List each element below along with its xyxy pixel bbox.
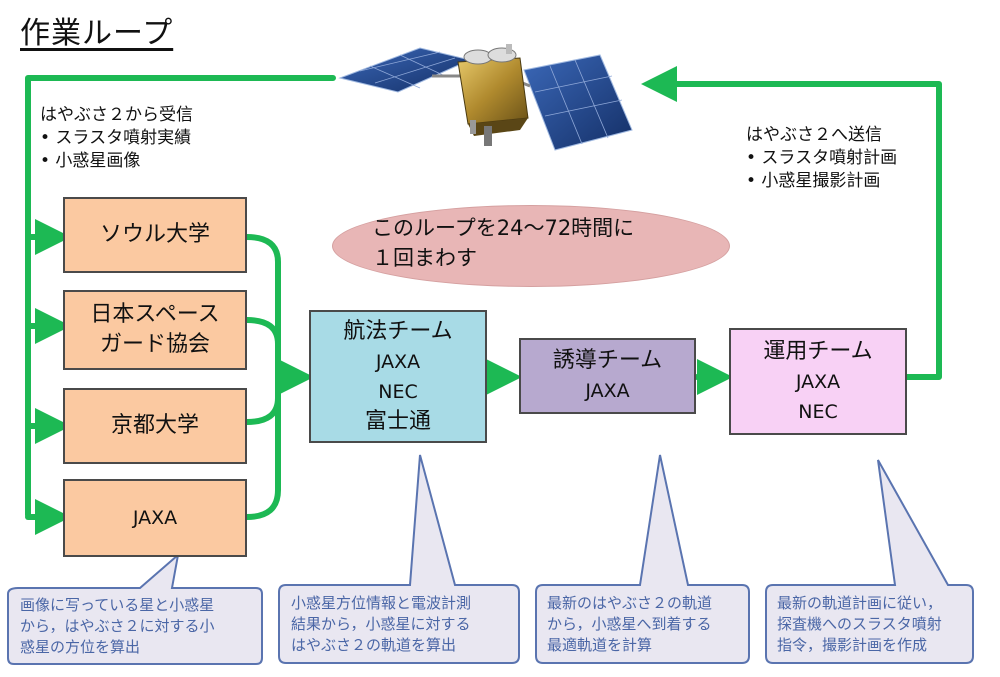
navigation-member: JAXA [375,350,421,373]
loop-wires [25,66,942,535]
arrow-to-send [641,66,942,380]
source-label: JAXA [132,507,178,529]
receive-note: はやぶさ２から受信 • スラスタ噴射実績 • 小惑星画像 [40,105,193,171]
loop-frequency-text: このループを24〜72時間に １回まわす [372,216,635,270]
source-box-seoul-univ: ソウル大学 [63,197,247,273]
source-box-jaxa: JAXA [63,479,247,557]
send-note: はやぶさ２へ送信 • スラスタ噴射計画 • 小惑星撮影計画 [746,125,898,191]
callout-text-navigation: 小惑星方位情報と電波計測 結果から，小惑星に対する はやぶさ２の軌道を算出 [291,594,472,654]
guidance-team-title: 誘導チーム [552,348,663,373]
operations-member: JAXA [795,370,841,393]
loop-frequency-ellipse [332,205,730,287]
callout-bubble-operations [765,459,974,664]
callout-text-source: 画像に写っている星と小惑星 から，はやぶさ２に対する小 惑星の方位を算出 [20,596,215,656]
callout-text-operations: 最新の軌道計画に従い， 探査機へのスラスタ噴射 指令，撮影計画を作成 [777,594,943,654]
page-title: 作業ループ [20,16,174,51]
callout-text-guidance: 最新のはやぶさ２の軌道 から，小惑星へ到着する 最適軌道を計算 [547,594,713,654]
navigation-member: 富士通 [364,408,431,434]
guidance-team-box: 誘導チーム JAXA [519,338,696,414]
source-label: 京都大学 [110,413,199,438]
navigation-team-box: 航法チーム JAXA NEC 富士通 [309,310,487,443]
operations-team-title: 運用チーム [763,338,873,364]
merge-line [244,234,281,520]
operations-team-box: 運用チーム JAXA NEC [729,328,907,435]
operations-member: NEC [798,400,838,423]
hayabusa2-spacecraft-icon [338,44,633,151]
callout-bubble-source [7,552,263,665]
source-label: ソウル大学 [99,222,210,247]
source-box-kyoto-univ: 京都大学 [63,388,247,464]
receive-line [25,75,336,518]
navigation-member: NEC [378,380,418,403]
source-box-spaceguard: 日本スペース ガード協会 [63,290,247,370]
callout-bubble-guidance [535,454,750,664]
guidance-member: JAXA [585,380,630,402]
navigation-team-title: 航法チーム [343,318,453,344]
callout-bubble-navigation [278,454,520,664]
source-label: 日本スペース ガード協会 [90,302,220,357]
